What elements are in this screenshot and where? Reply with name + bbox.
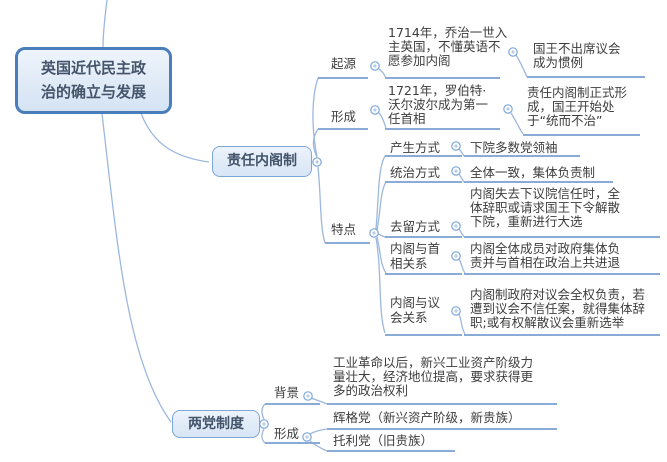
collapse-handle[interactable]: [370, 105, 380, 115]
collapse-handles: [259, 47, 518, 442]
collapse-handle[interactable]: [259, 419, 269, 429]
leaf-origin-result[interactable]: 国王不出席议会 成为惯例: [533, 41, 621, 70]
leaf-formation-event[interactable]: 1721年，罗伯特· 沃尔波尔成为第一 任首相: [388, 83, 489, 126]
collapse-handle[interactable]: [451, 306, 461, 316]
feature-label-stay[interactable]: 去留方式: [390, 219, 441, 234]
collapse-handle[interactable]: [370, 61, 380, 71]
collapse-handle[interactable]: [451, 221, 461, 231]
collapse-handle[interactable]: [302, 432, 312, 442]
feature-desc-generation[interactable]: 下院多数党领袖: [470, 140, 558, 155]
subtopic-formation-label[interactable]: 形成: [331, 109, 357, 124]
collapse-handle[interactable]: [503, 104, 513, 114]
leaf-origin-event[interactable]: 1714年，乔治一世入 主英国，不懂英语不 愿参加内阁: [388, 25, 508, 68]
collapse-handle[interactable]: [451, 251, 461, 261]
branch-topic-twoparty[interactable]: 两党制度: [172, 410, 260, 438]
collapse-handle[interactable]: [312, 157, 322, 167]
root-topic[interactable]: 英国近代民主政 治的确立与发展: [15, 47, 172, 114]
subtopic-origin-label[interactable]: 起源: [331, 56, 357, 71]
leaf-party-tory[interactable]: 托利党（旧贵族）: [333, 433, 434, 448]
feature-label-rule[interactable]: 统治方式: [390, 165, 441, 180]
subtopic-twoparty-formation-label[interactable]: 形成: [274, 426, 300, 441]
feature-label-cabinet-pm[interactable]: 内阁与首 相关系: [390, 241, 441, 271]
leaf-party-whig[interactable]: 辉格党（新兴资产阶级，新贵族）: [333, 410, 521, 425]
feature-desc-stay[interactable]: 内阁失去下议院信任时，全 体辞职或请求国王下令解散 下院，重新进行大选: [470, 186, 621, 229]
leaf-background-desc[interactable]: 工业革命以后，新兴工业资产阶级力 量壮大，经济地位提高，要求获得更 多的政治权利: [333, 355, 534, 398]
leaf-formation-result[interactable]: 责任内阁制正式形 成，国王开始处 于“统而不治”: [527, 85, 628, 128]
collapse-handle[interactable]: [451, 166, 461, 176]
collapse-handle[interactable]: [508, 47, 518, 57]
branch-topic-cabinet[interactable]: 责任内阁制: [212, 146, 312, 177]
feature-desc-cabinet-parliament[interactable]: 内阁制政府对议会全权负责，若 遭到议会不信任案，就得集体辞 职;或有权解散议会重…: [470, 287, 646, 330]
topic-underlines: [265, 76, 660, 452]
feature-label-cabinet-parliament[interactable]: 内阁与议 会关系: [390, 295, 441, 325]
feature-desc-rule[interactable]: 全体一致，集体负责制: [470, 165, 596, 180]
subtopic-background-label[interactable]: 背景: [274, 385, 300, 400]
branch-curves: [101, 0, 528, 452]
collapse-handle[interactable]: [451, 141, 461, 151]
feature-desc-cabinet-pm[interactable]: 内阁全体成员对政府集体负 责并与首相在政治上共进退: [470, 241, 621, 270]
feature-label-generation[interactable]: 产生方式: [390, 140, 441, 155]
subtopic-features-label[interactable]: 特点: [331, 222, 357, 237]
collapse-handle[interactable]: [369, 228, 379, 238]
collapse-handle[interactable]: [303, 391, 313, 401]
